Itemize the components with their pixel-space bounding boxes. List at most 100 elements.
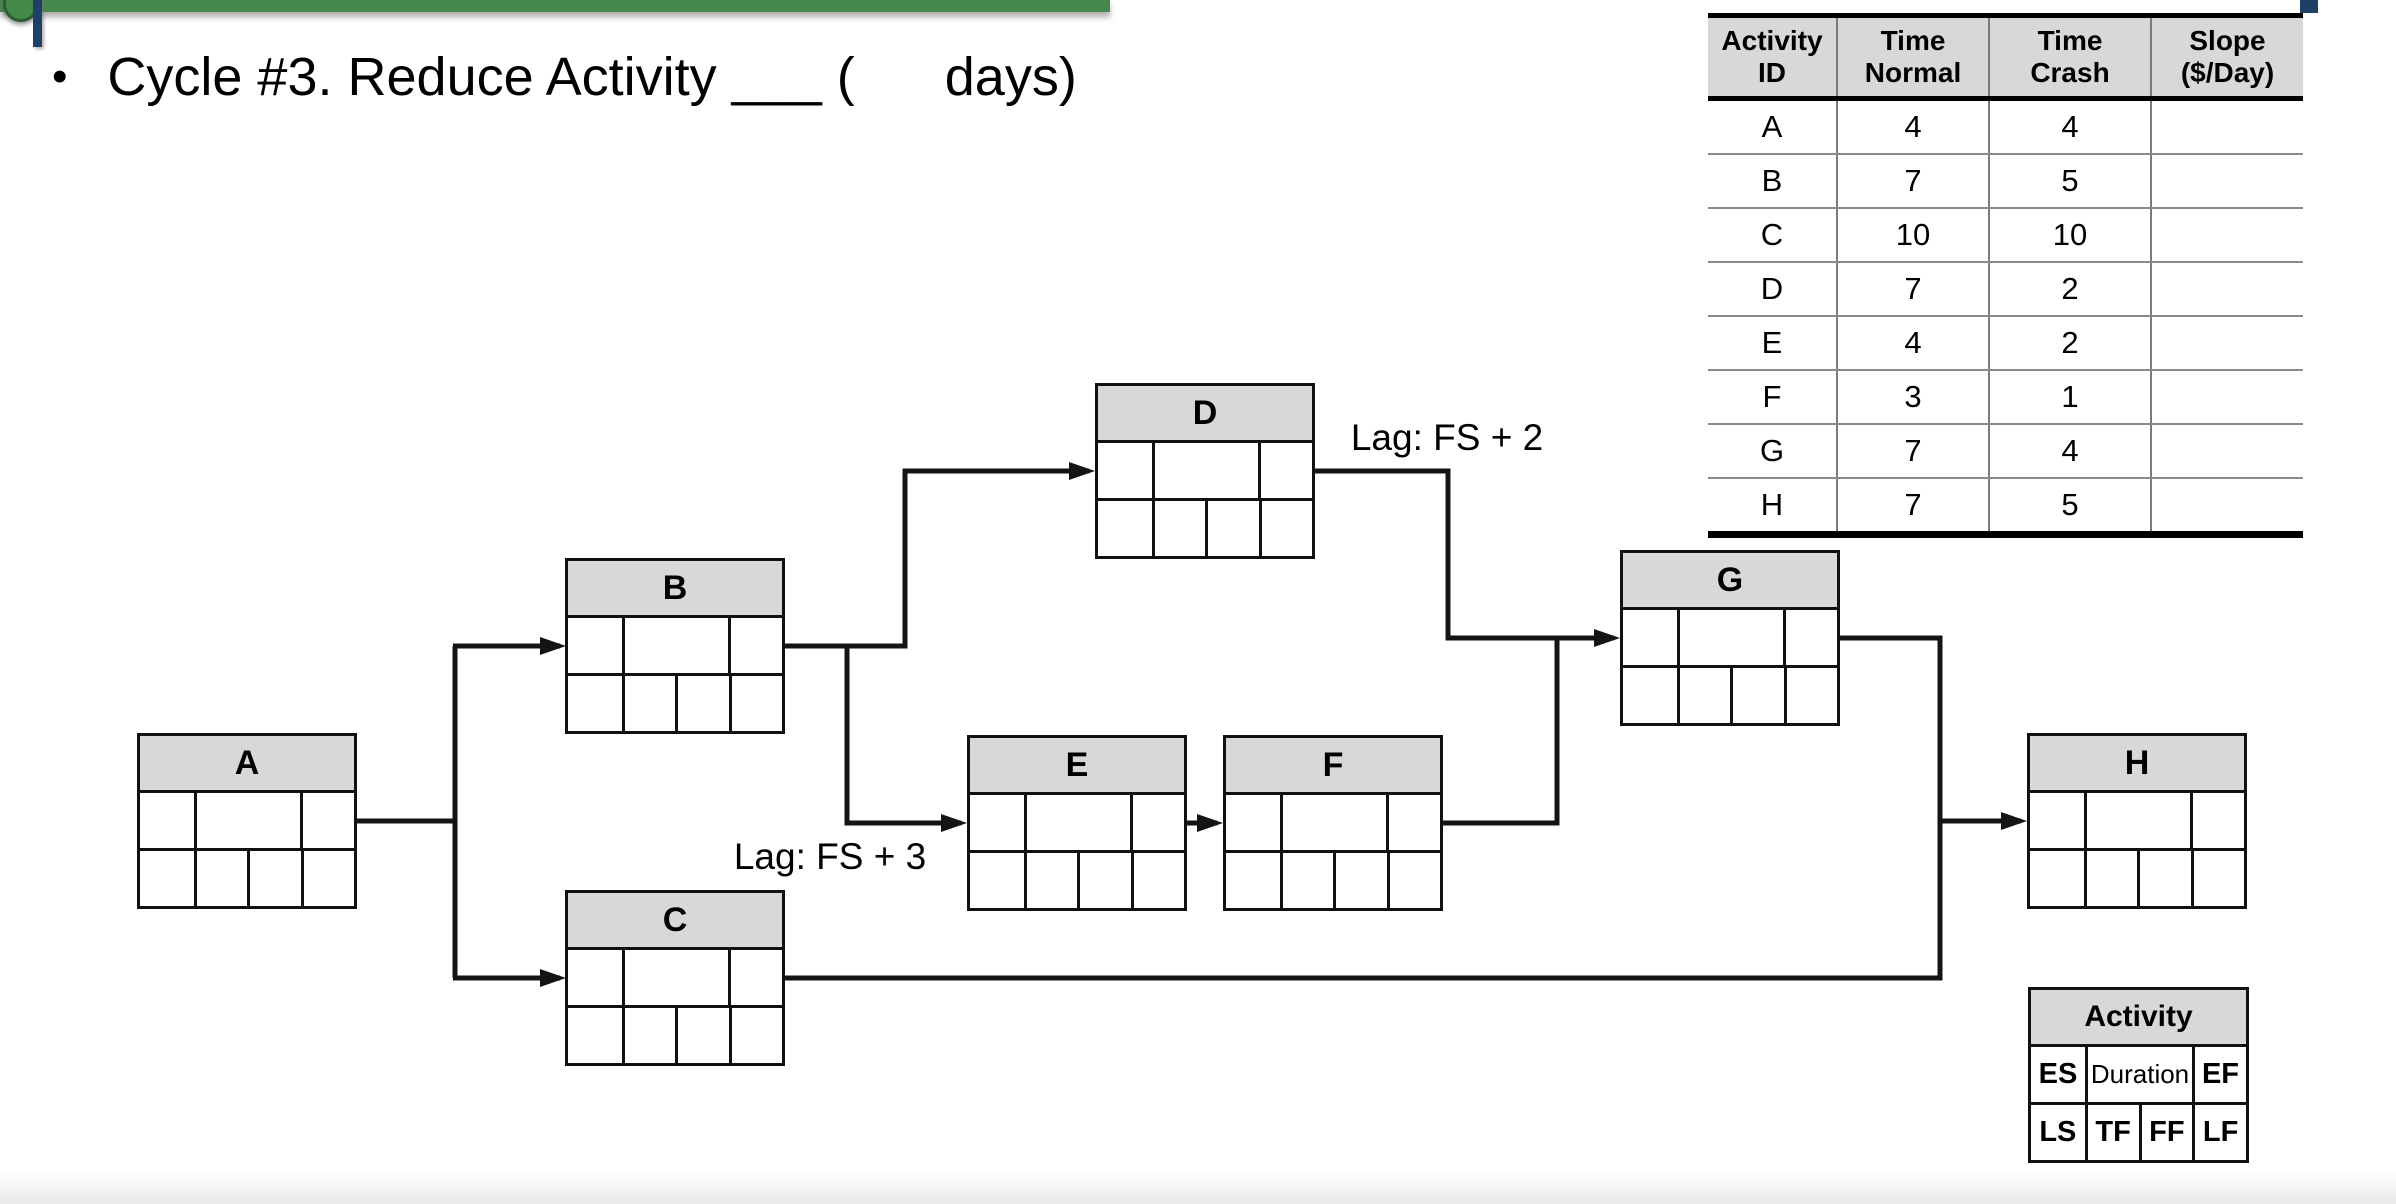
time-normal: 10 — [1836, 209, 1988, 261]
es-cell — [970, 795, 1024, 850]
ff-cell — [1077, 853, 1131, 908]
column-header: Slope($/Day) — [2150, 18, 2303, 96]
ef-cell — [728, 618, 782, 673]
activity-node-A: A — [137, 733, 357, 909]
edge-f-join-g — [1443, 636, 1560, 826]
ls-cell — [1226, 853, 1280, 908]
legend-duration: Duration — [2085, 1047, 2192, 1102]
es-cell — [1623, 610, 1677, 665]
ff-cell — [1333, 853, 1387, 908]
time-normal: 7 — [1836, 263, 1988, 315]
activity-node-bottom-row — [568, 676, 782, 731]
time-normal: 3 — [1836, 371, 1988, 423]
legend-ff: FF — [2138, 1105, 2193, 1160]
es-cell — [2030, 793, 2084, 848]
time-crash: 2 — [1988, 317, 2150, 369]
time-normal: 7 — [1836, 425, 1988, 477]
time-normal: 4 — [1836, 101, 1988, 153]
activity-node-E: E — [967, 735, 1187, 911]
lf-cell — [728, 1008, 783, 1063]
edge-b-to-e — [844, 646, 967, 832]
legend-tf: TF — [2084, 1105, 2139, 1160]
edge-b-to-d — [785, 462, 1095, 649]
time-normal: 7 — [1836, 479, 1988, 531]
top-green-bar — [0, 0, 1110, 12]
ef-cell — [300, 793, 354, 848]
time-crash: 4 — [1988, 101, 2150, 153]
ls-cell — [2030, 851, 2084, 906]
ff-cell — [1730, 668, 1784, 723]
tf-cell — [193, 851, 248, 906]
activity-node-bottom-row — [1098, 501, 1312, 556]
ff-cell — [2137, 851, 2191, 906]
ls-cell — [1098, 501, 1152, 556]
lf-cell — [2190, 851, 2245, 906]
activity-node-mid-row — [1623, 610, 1837, 668]
es-cell — [1098, 443, 1152, 498]
lf-cell — [1783, 668, 1838, 723]
slope-value — [2150, 317, 2303, 369]
activity-node-mid-row — [970, 795, 1184, 853]
activity-node-H: H — [2027, 733, 2247, 909]
activity-id: C — [1760, 217, 1784, 252]
legend-es: ES — [2038, 1058, 2078, 1090]
activity-node-bottom-row — [568, 1008, 782, 1063]
activity-node-label: H — [2030, 736, 2244, 793]
legend-lf: LF — [2192, 1105, 2246, 1160]
activity-node-label: D — [1098, 386, 1312, 443]
ff-cell — [247, 851, 301, 906]
navy-corner-decoration — [2300, 0, 2318, 13]
tf-cell — [1023, 853, 1078, 908]
duration-cell — [2084, 793, 2190, 848]
ef-cell — [1130, 795, 1184, 850]
duration-cell — [1677, 610, 1783, 665]
time-crash: 4 — [1988, 425, 2150, 477]
ff-cell — [1205, 501, 1259, 556]
lf-cell — [728, 676, 783, 731]
activity-node-mid-row — [140, 793, 354, 851]
lf-cell — [300, 851, 355, 906]
time-crash: 5 — [1988, 155, 2150, 207]
slide-title-row: • Cycle #3. Reduce Activity ___ ( days) — [52, 48, 1077, 106]
edge-g-to-h — [1840, 635, 2027, 830]
slope-value — [2150, 371, 2303, 423]
activity-node-bottom-row — [1623, 668, 1837, 723]
ls-cell — [568, 1008, 622, 1063]
legend-title: Activity — [2031, 990, 2246, 1047]
activity-node-G: G — [1620, 550, 1840, 726]
activity-node-bottom-row — [970, 853, 1184, 908]
activity-node-label: B — [568, 561, 782, 618]
tf-cell — [621, 1008, 676, 1063]
ls-cell — [1623, 668, 1677, 723]
activity-node-mid-row — [2030, 793, 2244, 851]
activity-node-B: B — [565, 558, 785, 734]
ef-cell — [728, 950, 782, 1005]
ff-cell — [675, 1008, 729, 1063]
lf-cell — [1386, 853, 1441, 908]
duration-cell — [1024, 795, 1130, 850]
duration-cell — [194, 793, 300, 848]
activity-node-label: A — [140, 736, 354, 793]
time-crash: 2 — [1988, 263, 2150, 315]
legend-ef: EF — [2192, 1047, 2246, 1102]
navy-tick-decoration — [33, 0, 42, 47]
activity-node-D: D — [1095, 383, 1315, 559]
lag-label-lag-d-g: Lag: FS + 2 — [1350, 417, 1544, 458]
es-cell — [1226, 795, 1280, 850]
time-crash: 5 — [1988, 479, 2150, 531]
activity-id: A — [1761, 109, 1783, 144]
ls-cell — [568, 676, 622, 731]
ef-cell — [2190, 793, 2244, 848]
duration-cell — [1152, 443, 1258, 498]
ef-cell — [1386, 795, 1440, 850]
lf-cell — [1258, 501, 1313, 556]
